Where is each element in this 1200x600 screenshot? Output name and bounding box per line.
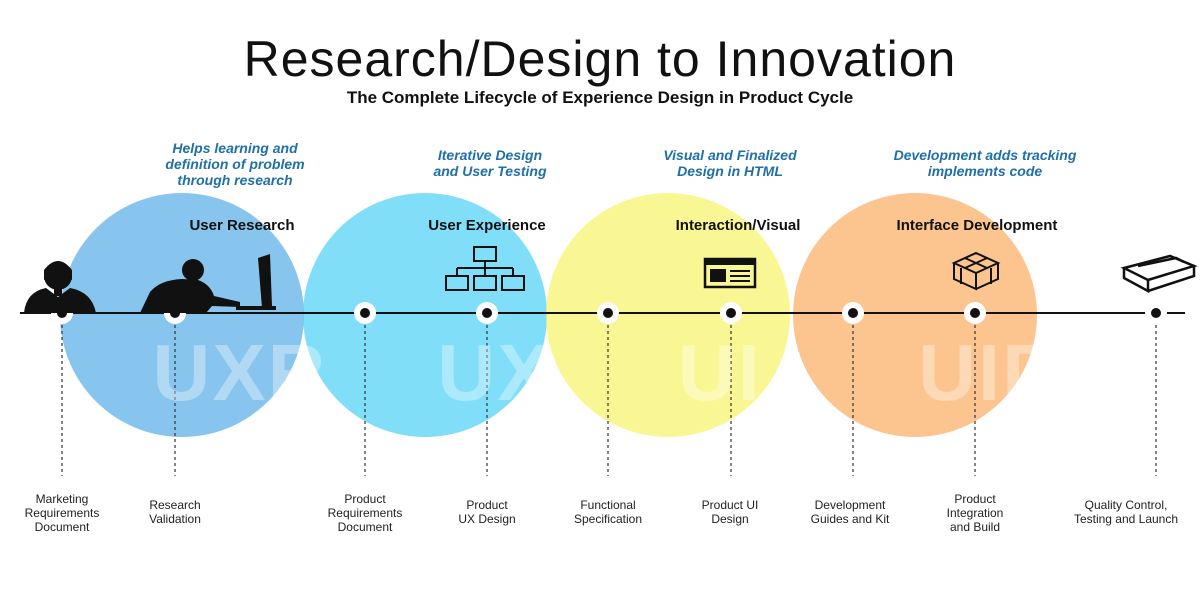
diagram-subtitle: The Complete Lifecycle of Experience Des…: [346, 88, 854, 107]
timeline-node: [597, 302, 619, 324]
phase-circle-user-experience: [303, 193, 547, 437]
deliverable-label: Research Validation: [149, 498, 201, 526]
phase-name-interaction-visual: Interaction/Visual: [675, 217, 801, 234]
timeline-node: [1145, 302, 1167, 324]
phase-abbr-uid: UID: [918, 328, 1062, 417]
deliverable-label: Functional Specification: [573, 498, 643, 526]
phase-note-user-research: Helps learning and definition of problem…: [165, 140, 305, 188]
phase-abbr-ui: UI: [678, 328, 762, 417]
phase-abbr-ux: UX: [437, 328, 553, 417]
phase-circle-interaction-visual: [546, 193, 790, 437]
timeline-node: [354, 302, 376, 324]
phase-name-interface-development: Interface Development: [896, 217, 1058, 234]
phase-note-interface-development: Development adds tracking implements cod…: [893, 147, 1077, 179]
browser-window-icon: [703, 257, 757, 289]
deliverable-label: Development Guides and Kit: [810, 498, 890, 526]
box-package-icon: [1120, 254, 1198, 294]
timeline-node: [476, 302, 498, 324]
timeline-node: [964, 302, 986, 324]
deliverable-label: Quality Control, Testing and Launch: [1073, 498, 1179, 526]
deliverable-label: Product UI Design: [701, 498, 759, 526]
diagram-title: Research/Design to Innovation: [243, 31, 957, 87]
phase-note-user-experience: Iterative Design and User Testing: [433, 147, 547, 179]
phase-name-user-experience: User Experience: [428, 217, 546, 234]
phase-note-interaction-visual: Visual and Finalized Design in HTML: [663, 147, 797, 179]
deliverable-label: Marketing Requirements Document: [24, 492, 100, 534]
phase-abbr-uxr: UXR: [152, 328, 328, 417]
timeline-node: [842, 302, 864, 324]
deliverable-label: Product Requirements Document: [327, 492, 403, 534]
timeline-node: [720, 302, 742, 324]
deliverable-label: Product Integration and Build: [946, 492, 1004, 534]
cube-grid-icon: [951, 251, 1001, 291]
person-icon: [24, 261, 96, 313]
sitemap-icon: [445, 246, 525, 291]
person-at-computer-icon: [140, 254, 276, 313]
phase-name-user-research: User Research: [189, 217, 295, 234]
deliverable-label: Product UX Design: [458, 498, 516, 526]
